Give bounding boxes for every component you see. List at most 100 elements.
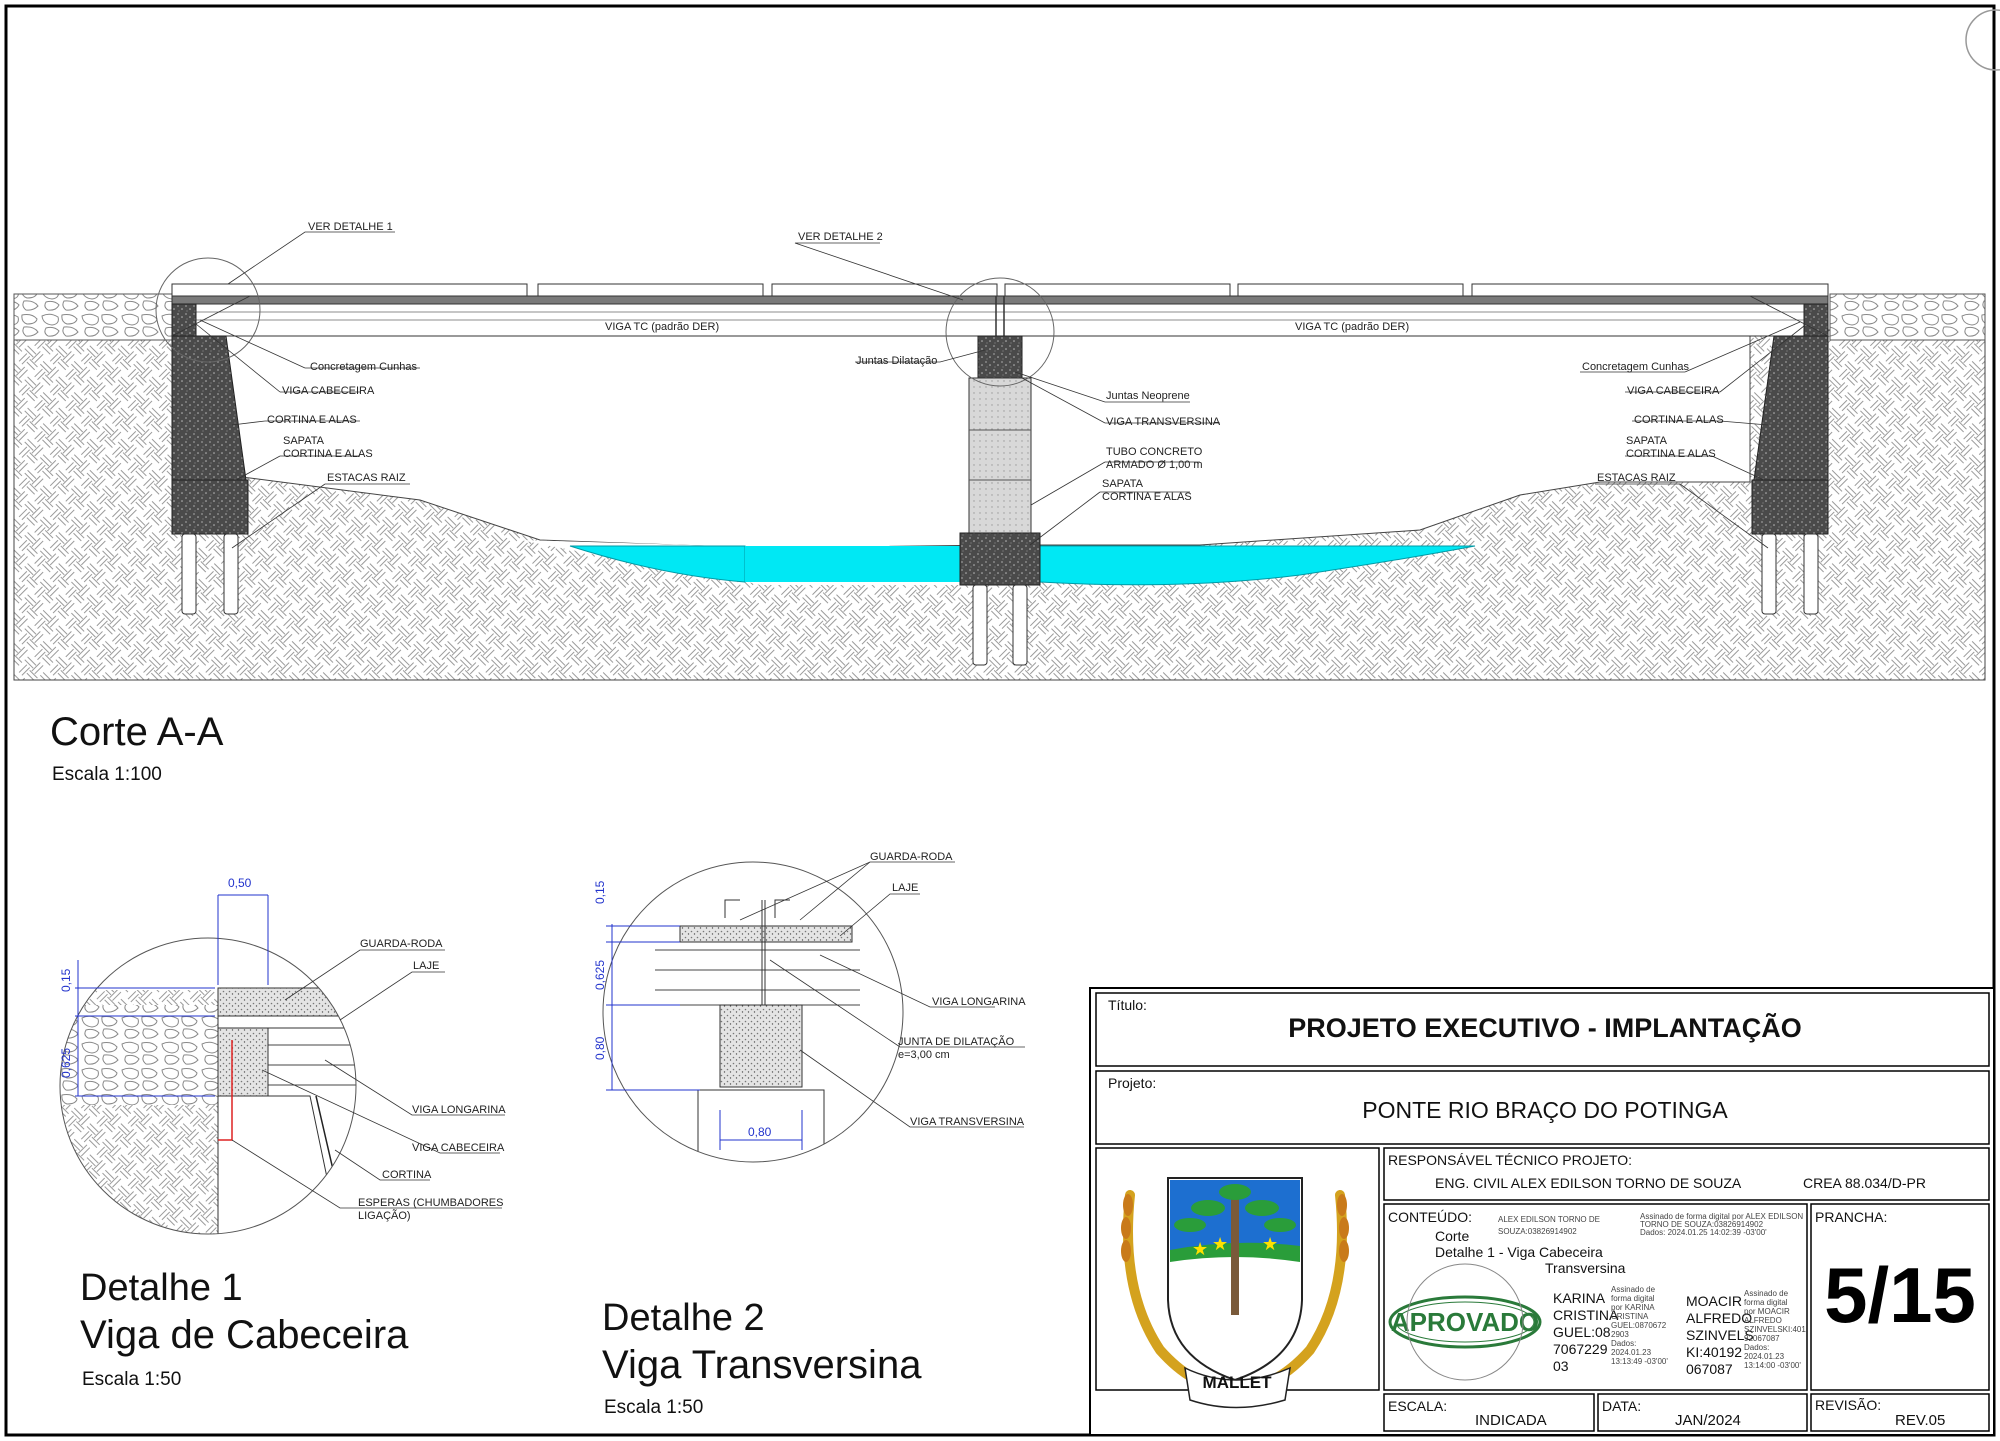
sig-moacir-2: ALFREDO <box>1686 1310 1752 1326</box>
label-ver-detalhe-2: VER DETALHE 2 <box>798 231 883 243</box>
d1-label-viga-cabeceira: VIGA CABECEIRA <box>412 1142 505 1154</box>
detail-2-title: Detalhe 2 <box>602 1297 765 1339</box>
d2-dim-top: 0,15 <box>593 880 607 904</box>
detail-1-title: Detalhe 1 <box>80 1267 243 1309</box>
tb-conteudo-3: Transversina <box>1545 1260 1626 1276</box>
tb-conteudo-2: Detalhe 1 - Viga Cabeceira <box>1435 1244 1603 1260</box>
stamp-text: APROVADO <box>1391 1307 1539 1337</box>
tb-responsavel-label: RESPONSÁVEL TÉCNICO PROJETO: <box>1388 1152 1632 1168</box>
tb-projeto: PONTE RIO BRAÇO DO POTINGA <box>1362 1097 1728 1123</box>
label-sapata-right-2: CORTINA E ALAS <box>1626 448 1716 460</box>
label-concretagem-cunhas-left: Concretagem Cunhas <box>310 361 418 373</box>
tb-revisao: REV.05 <box>1895 1412 1945 1429</box>
sig-moacir-5: 067087 <box>1686 1361 1733 1377</box>
label-sapata-right: SAPATA <box>1626 435 1668 447</box>
label-estacas-raiz-left: ESTACAS RAIZ <box>327 472 406 484</box>
sig-moacir-4: KI:40192 <box>1686 1344 1742 1360</box>
sig-karina-d1: Assinado de <box>1611 1285 1656 1294</box>
d2-label-viga-transversina: VIGA TRANSVERSINA <box>910 1116 1025 1128</box>
sig-karina-d2: forma digital <box>1611 1294 1655 1303</box>
d1-label-laje: LAJE <box>413 960 439 972</box>
tb-titulo: PROJETO EXECUTIVO - IMPLANTAÇÃO <box>1288 1012 1802 1043</box>
label-viga-cabeceira-left: VIGA CABECEIRA <box>282 385 375 397</box>
sig-karina-d7: Dados: <box>1611 1339 1636 1348</box>
tb-prancha-label: PRANCHA: <box>1815 1209 1887 1225</box>
leader-lines <box>171 231 1829 549</box>
svg-text:★: ★ <box>1212 1234 1228 1254</box>
sig-moacir-d6: 92067087 <box>1744 1334 1780 1343</box>
sig-alex-d2: TORNO DE SOUZA:03826914902 <box>1640 1220 1764 1229</box>
d1-label-viga-longarina: VIGA LONGARINA <box>412 1104 506 1116</box>
label-sapata-center: SAPATA <box>1102 478 1144 490</box>
d2-label-guarda-roda: GUARDA-RODA <box>870 851 953 863</box>
sheet-border <box>4 4 1996 1437</box>
svg-text:★: ★ <box>1192 1239 1208 1259</box>
sig-moacir-d9: 13:14:00 -03'00' <box>1744 1361 1801 1370</box>
sig-moacir-d3: por MOACIR <box>1744 1307 1790 1316</box>
label-ver-detalhe-1: VER DETALHE 1 <box>308 221 393 233</box>
logo-text: MALLET <box>1203 1373 1273 1392</box>
sig-karina-d4: CRISTINA <box>1611 1312 1649 1321</box>
label-viga-transversina: VIGA TRANSVERSINA <box>1106 416 1221 428</box>
sig-moacir-d7: Dados: <box>1744 1343 1769 1352</box>
bridge-deck <box>171 283 1829 337</box>
label-concretagem-cunhas-right: Concretagem Cunhas <box>1582 361 1690 373</box>
label-sapata-center-2: CORTINA E ALAS <box>1102 491 1192 503</box>
d2-label-laje: LAJE <box>892 882 918 894</box>
label-tubo-concreto-diameter: ARMADO Ø 1,00 m <box>1106 459 1203 471</box>
stone-fill-right <box>1829 293 1986 341</box>
sig-karina-1: KARINA <box>1553 1290 1606 1306</box>
sig-karina-d6: 2903 <box>1611 1330 1629 1339</box>
label-viga-tc-left: VIGA TC (padrão DER) <box>605 321 719 333</box>
sig-moacir-d5: SZINVELSKI:401 <box>1744 1325 1806 1334</box>
sig-moacir-d2: forma digital <box>1744 1298 1788 1307</box>
tb-responsavel: ENG. CIVIL ALEX EDILSON TORNO DE SOUZA <box>1435 1175 1742 1191</box>
tb-projeto-label: Projeto: <box>1108 1075 1156 1091</box>
svg-text:★: ★ <box>1262 1234 1278 1254</box>
approved-stamp: APROVADO <box>1388 1295 1542 1349</box>
detail-2: 0,15 0,625 0,80 0,80 GUARDA-RODA LAJE VI… <box>593 851 1026 1418</box>
d2-dim-mid: 0,625 <box>593 960 607 990</box>
section-a-a: VER DETALHE 1 VER DETALHE 2 VIGA TC (pad… <box>13 221 1986 785</box>
sig-karina-d3: por KARINA <box>1611 1303 1655 1312</box>
sig-karina-3: GUEL:08 <box>1553 1324 1611 1340</box>
sig-karina-d8: 2024.01.23 <box>1611 1348 1652 1357</box>
label-sapata-left-2: CORTINA E ALAS <box>283 448 373 460</box>
d2-label-junta: JUNTA DE DILATAÇÃO <box>898 1035 1015 1048</box>
detail-2-subtitle: Viga Transversina <box>602 1343 922 1387</box>
sig-moacir-d8: 2024.01.23 <box>1744 1352 1785 1361</box>
tb-crea: CREA 88.034/D-PR <box>1803 1175 1926 1191</box>
center-pier <box>959 335 1041 666</box>
tb-escala: INDICADA <box>1475 1412 1547 1429</box>
detail-2-scale: Escala 1:50 <box>604 1397 703 1418</box>
title-block: Título: PROJETO EXECUTIVO - IMPLANTAÇÃO … <box>1089 987 1995 1436</box>
label-viga-tc-right: VIGA TC (padrão DER) <box>1295 321 1409 333</box>
detail-1: 0,50 0,15 0,625 GUARDA-RODA LAJE VIGA LO… <box>59 876 506 1390</box>
d2-label-viga-longarina: VIGA LONGARINA <box>932 996 1026 1008</box>
d2-dim-low: 0,80 <box>593 1036 607 1060</box>
sig-karina-4: 7067229 <box>1553 1341 1608 1357</box>
sig-karina-d9: 13:13:49 -03'00' <box>1611 1357 1668 1366</box>
sig-alex-d1: Assinado de forma digital por ALEX EDILS… <box>1640 1212 1803 1221</box>
d1-dim-depth: 0,625 <box>59 1048 73 1078</box>
sig-alex-id: SOUZA:03826914902 <box>1498 1227 1577 1236</box>
tb-revisao-label: REVISÃO: <box>1815 1397 1881 1413</box>
mallet-coat-of-arms-logo: ★ ★ ★ MALLET <box>1121 1177 1349 1409</box>
sig-moacir-d1: Assinado de <box>1744 1289 1789 1298</box>
detail-2-callout <box>945 277 1055 387</box>
sig-moacir-1: MOACIR <box>1686 1293 1742 1309</box>
label-viga-cabeceira-right: VIGA CABECEIRA <box>1627 385 1720 397</box>
stone-fill-left <box>13 293 173 341</box>
label-cortina-alas-left: CORTINA E ALAS <box>267 414 357 426</box>
label-estacas-raiz-right: ESTACAS RAIZ <box>1597 472 1676 484</box>
left-abutment <box>171 303 249 615</box>
label-juntas-dilatacao: Juntas Dilatação <box>856 355 937 367</box>
detail-1-callout <box>155 257 261 363</box>
tb-escala-label: ESCALA: <box>1388 1398 1447 1414</box>
d1-label-esperas: ESPERAS (CHUMBADORES <box>358 1197 503 1209</box>
tb-conteudo-label: CONTEÚDO: <box>1388 1209 1472 1225</box>
tb-prancha: 5/15 <box>1824 1251 1976 1339</box>
sig-moacir-d4: ALFREDO <box>1744 1316 1782 1325</box>
